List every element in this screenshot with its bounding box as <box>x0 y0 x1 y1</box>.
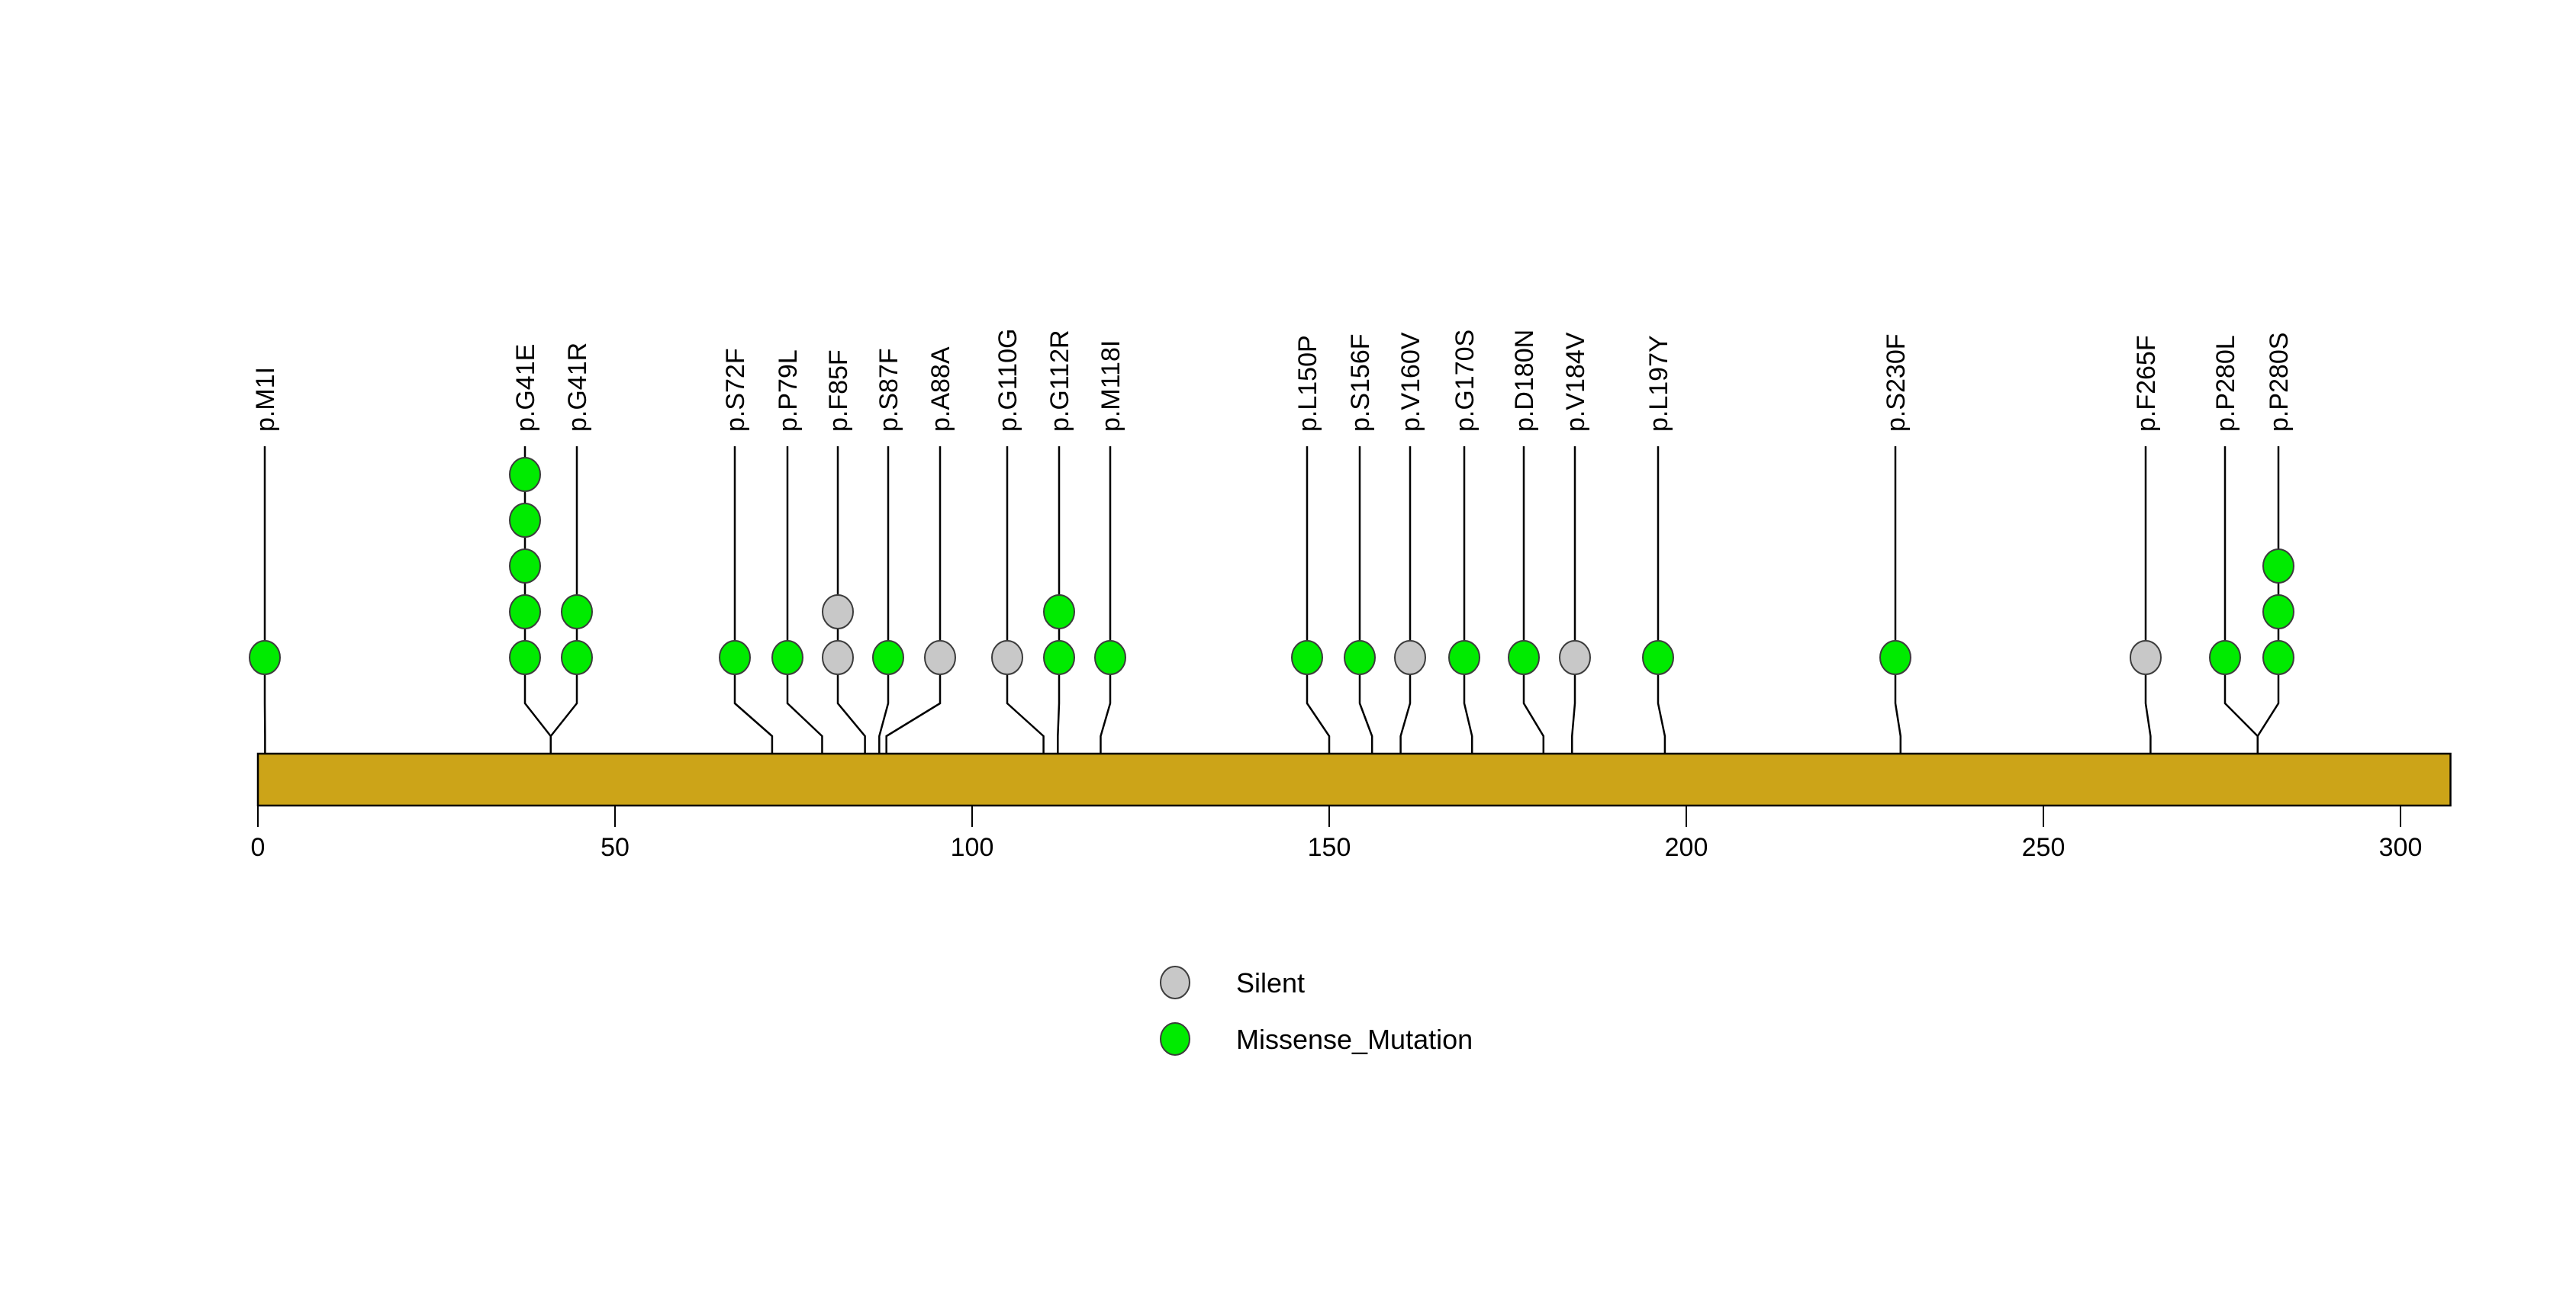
mutation-label-p.F85F: p.F85F <box>824 349 853 432</box>
mutation-circle-p.P280L <box>2210 641 2240 674</box>
mutation-circle-p.F85F <box>823 595 853 629</box>
lollipop-stem-p.M118I <box>1100 446 1110 806</box>
mutation-label-p.P280L: p.P280L <box>2211 335 2240 432</box>
mutation-label-p.G41R: p.G41R <box>563 343 592 432</box>
lollipop-stem-p.F265F <box>2146 446 2150 806</box>
mutation-circle-p.D180N <box>1509 641 1539 674</box>
lollipop-stem-p.P280L <box>2225 446 2258 806</box>
lollipop-stem-p.A88A <box>887 446 940 806</box>
mutation-circle-p.L150P <box>1292 641 1322 674</box>
mutation-label-p.V160V: p.V160V <box>1396 332 1425 432</box>
mutation-label-p.G170S: p.G170S <box>1451 330 1480 432</box>
lollipop-stem-p.G110G <box>1007 446 1044 806</box>
lollipop-stem-p.S72F <box>735 446 772 806</box>
mutation-circle-p.S230F <box>1880 641 1911 674</box>
axis-tick-label-100: 100 <box>951 833 994 862</box>
lollipop-stem-p.S156F <box>1360 446 1372 806</box>
mutation-label-p.L197Y: p.L197Y <box>1644 335 1673 432</box>
mutation-circle-p.G41E <box>510 595 540 629</box>
axis-tick-label-0: 0 <box>251 833 266 862</box>
axis-tick-label-50: 50 <box>601 833 630 862</box>
lollipop-stems <box>265 446 2278 806</box>
mutation-circle-p.S156F <box>1344 641 1375 674</box>
mutation-circle-p.V160V <box>1395 641 1425 674</box>
mutation-label-p.M1I: p.M1I <box>251 367 280 432</box>
mutation-circle-p.P280S <box>2263 549 2294 583</box>
mutation-circle-p.G41E <box>510 458 540 491</box>
lollipop-stem-p.L150P <box>1307 446 1329 806</box>
legend: Silent Missense_Mutation <box>1161 967 1473 1055</box>
mutation-circles <box>250 458 2294 674</box>
mutation-circle-p.P280S <box>2263 595 2294 629</box>
legend-missense-dot <box>1161 1023 1190 1055</box>
mutation-label-p.P79L: p.P79L <box>774 349 803 432</box>
mutation-circle-p.F85F <box>823 641 853 674</box>
lollipop-stem-p.P79L <box>787 446 822 806</box>
mutation-label-p.G41E: p.G41E <box>511 344 540 432</box>
axis-tick-label-300: 300 <box>2379 833 2423 862</box>
mutation-circle-p.F265F <box>2130 641 2161 674</box>
lollipop-stem-p.D180N <box>1524 446 1544 806</box>
lollipop-stem-p.S230F <box>1895 446 1901 806</box>
mutation-label-p.A88A: p.A88A <box>926 346 955 432</box>
legend-silent-label: Silent <box>1236 967 1305 999</box>
mutation-label-p.G112R: p.G112R <box>1045 330 1074 432</box>
mutation-label-p.S156F: p.S156F <box>1346 333 1375 432</box>
mutation-circle-p.G41R <box>562 641 592 674</box>
mutation-label-p.L150P: p.L150P <box>1293 335 1322 432</box>
mutation-circle-p.M118I <box>1095 641 1125 674</box>
mutation-label-p.S72F: p.S72F <box>721 348 750 432</box>
mutation-circle-p.G112R <box>1044 641 1074 674</box>
mutation-circle-p.P79L <box>772 641 803 674</box>
legend-silent-dot <box>1161 967 1190 999</box>
protein-bar-group <box>258 754 2451 806</box>
mutation-label-p.G110G: p.G110G <box>993 329 1022 432</box>
mutation-circle-p.G41E <box>510 641 540 674</box>
mutation-circle-p.S87F <box>873 641 903 674</box>
mutation-circle-p.G41R <box>562 595 592 629</box>
lollipop-stem-p.V160V <box>1401 446 1410 806</box>
mutation-label-p.V184V: p.V184V <box>1561 332 1590 432</box>
mutation-circle-p.V184V <box>1560 641 1590 674</box>
mutation-circle-p.G41E <box>510 549 540 583</box>
axis-tick-labels: 0 50 100 150 200 250 300 <box>251 833 2423 862</box>
axis-tick-label-250: 250 <box>2022 833 2066 862</box>
mutation-label-p.S87F: p.S87F <box>874 348 903 432</box>
mutation-label-p.M118I: p.M118I <box>1096 340 1125 432</box>
axis-tick-label-150: 150 <box>1308 833 1351 862</box>
mutation-circle-p.G112R <box>1044 595 1074 629</box>
axis-ticks <box>258 806 2401 827</box>
mutation-circle-p.M1I <box>250 641 280 674</box>
mutation-circle-p.P280S <box>2263 641 2294 674</box>
lollipop-stem-p.V184V <box>1572 446 1575 806</box>
mutation-label-p.S230F: p.S230F <box>1882 333 1911 432</box>
mutation-circle-p.L197Y <box>1643 641 1673 674</box>
mutation-label-p.P280S: p.P280S <box>2265 333 2294 432</box>
mutation-label-p.F265F: p.F265F <box>2132 335 2161 432</box>
mutation-label-p.D180N: p.D180N <box>1510 330 1539 432</box>
protein-bar <box>258 754 2451 806</box>
axis-tick-label-200: 200 <box>1665 833 1708 862</box>
mutation-circle-p.G110G <box>992 641 1022 674</box>
mutation-circle-p.G41E <box>510 503 540 537</box>
mutation-circle-p.S72F <box>720 641 750 674</box>
legend-missense-label: Missense_Mutation <box>1236 1024 1473 1055</box>
mutation-labels: p.M1I p.G41E p.G41R p.S72F p.P79L p.F85F p.S87… <box>251 329 2294 432</box>
mutation-circle-p.A88A <box>925 641 955 674</box>
mutation-circle-p.G170S <box>1449 641 1480 674</box>
lollipop-stem-p.G170S <box>1464 446 1472 806</box>
lollipop-stem-p.L197Y <box>1658 446 1665 806</box>
